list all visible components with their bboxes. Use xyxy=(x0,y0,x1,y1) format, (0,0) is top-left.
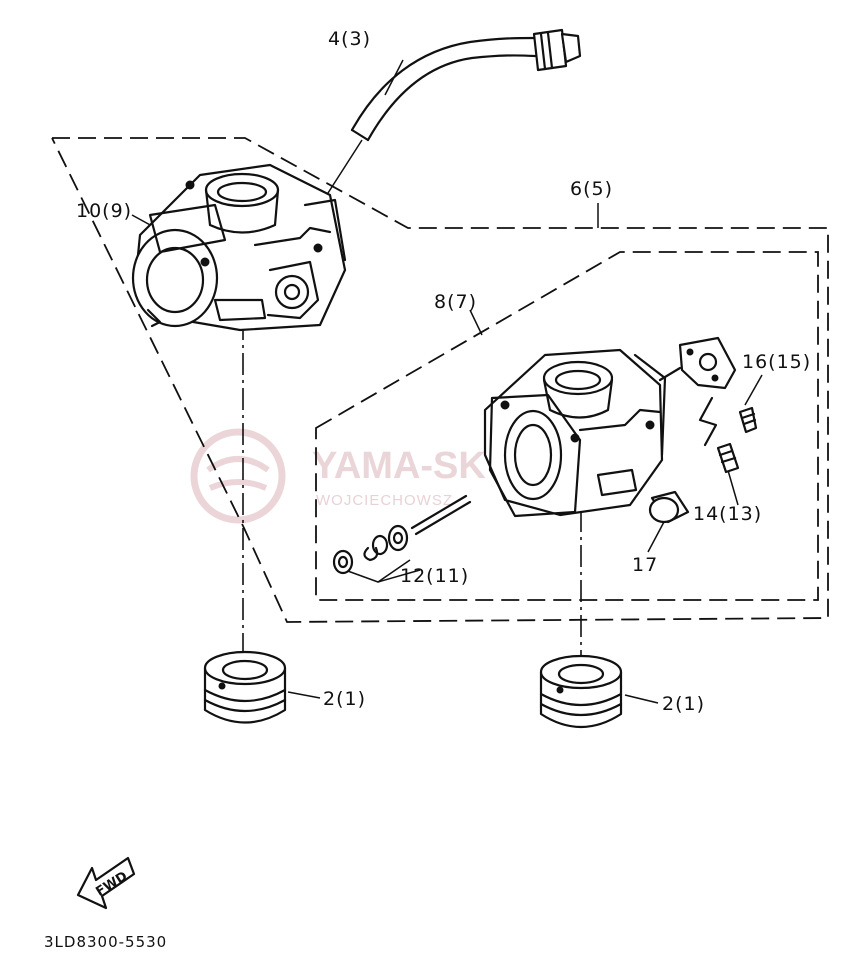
assembly-outer-boundary xyxy=(51,137,829,623)
callout-part-16: 16(15) xyxy=(742,351,811,373)
watermark: YAMA-SK WOJCIECHOWSZ xyxy=(190,428,486,524)
callout-part-14: 14(13) xyxy=(693,503,762,525)
pilot-screw-set xyxy=(332,494,472,575)
watermark-logo-icon xyxy=(190,428,286,524)
screw-part-16 xyxy=(738,406,758,434)
assembly-inner-boundary xyxy=(315,251,819,601)
joint-left xyxy=(203,650,287,724)
fwd-arrow-icon xyxy=(76,856,136,910)
carburetor-assembly-left xyxy=(131,163,347,332)
callout-carb-left: 10(9) xyxy=(76,200,132,222)
catalog-code: 3LD8300-5530 xyxy=(44,933,167,951)
spring-part-14 xyxy=(698,396,740,474)
watermark-subtitle: WOJCIECHOWSZ xyxy=(316,492,453,509)
sensor-part xyxy=(658,336,737,390)
callout-part-17: 17 xyxy=(632,554,658,576)
callout-assembly-outer: 6(5) xyxy=(570,178,613,200)
callout-part-12: 12(11) xyxy=(400,565,469,587)
watermark-title: YAMA-SK xyxy=(312,445,486,487)
callout-hose: 4(3) xyxy=(328,28,371,50)
carburetor-body-right xyxy=(483,348,667,518)
callout-joint-right: 2(1) xyxy=(662,693,705,715)
callout-assembly-inner: 8(7) xyxy=(434,291,477,313)
fuel-hose xyxy=(350,28,582,142)
forward-direction-indicator: FWD xyxy=(76,856,136,910)
joint-right xyxy=(539,654,623,729)
cap-part-17 xyxy=(648,490,690,524)
callout-joint-left: 2(1) xyxy=(323,688,366,710)
